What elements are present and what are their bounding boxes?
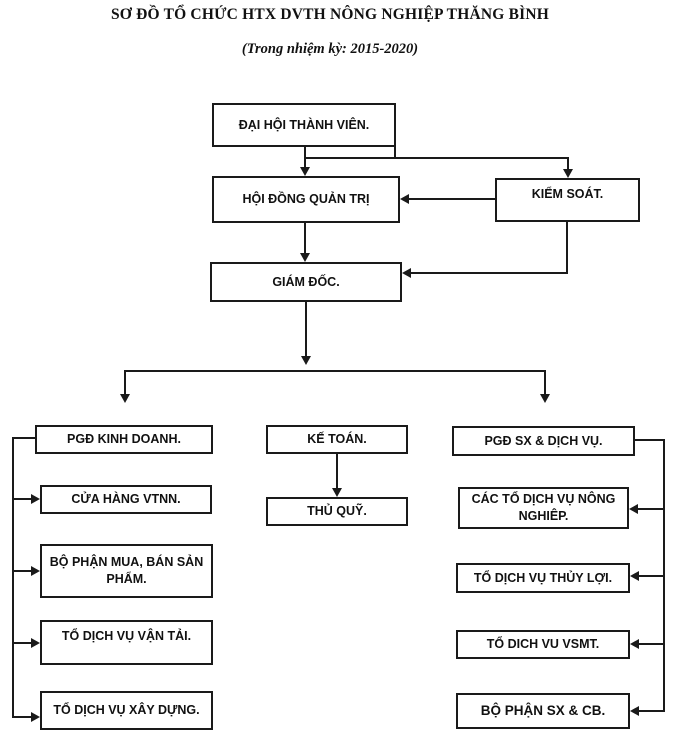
edge-left-vantai-line bbox=[12, 642, 31, 644]
edge-ketoan-thuquy-arrowhead-icon bbox=[332, 488, 342, 497]
edge-daihoi-hoidong-arrowhead-icon bbox=[300, 167, 310, 176]
edge-left-vantai-arrowhead-icon bbox=[31, 638, 40, 648]
edge-hoidong-giamdoc-line bbox=[304, 223, 306, 253]
node-bo-phan-sx-cb: BỘ PHẬN SX & CB. bbox=[456, 693, 630, 729]
node-giam-doc: GIÁM ĐỐC. bbox=[210, 262, 402, 302]
node-label: TỔ DỊCH VỤ XÂY DỰNG. bbox=[53, 703, 200, 718]
node-label: GIÁM ĐỐC. bbox=[272, 274, 340, 289]
edge-left-bophanmua-arrowhead-icon bbox=[31, 566, 40, 576]
chart-header: SƠ ĐỒ TỔ CHỨC HTX DVTH NÔNG NGHIỆP THĂNG… bbox=[0, 0, 660, 58]
node-label: CÁC TỔ DỊCH VỤ NÔNG NGHIÊP. bbox=[471, 492, 616, 523]
edge-kiemsoat-giamdoc-line bbox=[411, 272, 568, 274]
edge-rail-pgdsx-arrowhead-icon bbox=[540, 394, 550, 403]
edge-daihoi-kiemsoat-stub bbox=[394, 147, 396, 158]
left-rail-top-line bbox=[12, 437, 35, 439]
node-label: TỔ DỊCH VỤ VẬN TẢI. bbox=[61, 629, 192, 643]
node-to-dich-vu-vsmt: TỔ DICH VU VSMT. bbox=[456, 630, 630, 659]
node-label: TỔ DICH VU VSMT. bbox=[486, 637, 600, 652]
node-to-dich-vu-thuy-loi: TỔ DỊCH VỤ THỦY LỢI. bbox=[456, 563, 630, 593]
node-label: KIỂM SOÁT. bbox=[531, 187, 604, 201]
node-label: BỘ PHẬN MUA, BÁN SẢN PHẨM. bbox=[49, 555, 204, 586]
edge-daihoi-kiemsoat-arrowhead-icon bbox=[563, 169, 573, 178]
node-dai-hoi-thanh-vien: ĐẠI HỘI THÀNH VIÊN. bbox=[212, 103, 396, 147]
edge-daihoi-kiemsoat-line bbox=[304, 157, 569, 159]
edge-right-nongnghiep-line bbox=[638, 508, 665, 510]
node-to-dich-vu-xay-dung: TỔ DỊCH VỤ XÂY DỰNG. bbox=[40, 691, 213, 730]
node-label: TỔ DỊCH VỤ THỦY LỢI. bbox=[473, 570, 613, 585]
branch-rail-line bbox=[124, 370, 546, 372]
node-label: PGĐ KINH DOANH. bbox=[67, 432, 181, 447]
node-pgd-kinh-doanh: PGĐ KINH DOANH. bbox=[35, 425, 213, 454]
edge-right-thuyloi-arrowhead-icon bbox=[630, 571, 639, 581]
edge-right-vsmt-line bbox=[639, 643, 665, 645]
node-label: HỘI ĐỒNG QUẢN TRỊ bbox=[242, 192, 370, 207]
node-bo-phan-mua-ban-san-pham: BỘ PHẬN MUA, BÁN SẢN PHẨM. bbox=[40, 544, 213, 598]
edge-right-nongnghiep-arrowhead-icon bbox=[629, 504, 638, 514]
edge-giamdoc-rail-arrowhead-icon bbox=[301, 356, 311, 365]
edge-left-xaydung-arrowhead-icon bbox=[31, 712, 40, 722]
node-label: ĐẠI HỘI THÀNH VIÊN. bbox=[238, 117, 370, 132]
node-to-dich-vu-van-tai: TỔ DỊCH VỤ VẬN TẢI. bbox=[40, 620, 213, 665]
node-label: CỬA HÀNG VTNN. bbox=[71, 492, 181, 507]
edge-right-sxcb-arrowhead-icon bbox=[630, 706, 639, 716]
edge-rail-pgdkinhdoanh-line bbox=[124, 370, 126, 394]
edge-left-xaydung-line bbox=[12, 716, 31, 718]
page-subtitle: (Trong nhiệm kỳ: 2015-2020) bbox=[241, 41, 419, 57]
node-label: THỦ QUỸ. bbox=[307, 504, 367, 519]
left-rail-line bbox=[12, 437, 14, 718]
right-rail-top-line bbox=[635, 439, 665, 441]
node-kiem-soat: KIỂM SOÁT. bbox=[495, 178, 640, 222]
node-label: PGĐ SX & DỊCH VỤ. bbox=[484, 433, 603, 448]
edge-right-sxcb-line bbox=[639, 710, 665, 712]
edge-left-cuahang-line bbox=[12, 498, 31, 500]
node-ke-toan: KẾ TOÁN. bbox=[266, 425, 408, 454]
page-title: SƠ ĐỒ TỔ CHỨC HTX DVTH NÔNG NGHIỆP THĂNG… bbox=[110, 6, 550, 23]
edge-ketoan-thuquy-line bbox=[336, 454, 338, 488]
edge-daihoi-kiemsoat-drop bbox=[567, 157, 569, 169]
node-cac-to-dich-vu-nong-nghiep: CÁC TỔ DỊCH VỤ NÔNG NGHIÊP. bbox=[458, 487, 629, 529]
edge-right-vsmt-arrowhead-icon bbox=[630, 639, 639, 649]
edge-right-thuyloi-line bbox=[639, 575, 665, 577]
node-label: BỘ PHẬN SX & CB. bbox=[480, 702, 606, 718]
edge-kiemsoat-hoidong-arrowhead-icon bbox=[400, 194, 409, 204]
edge-left-bophanmua-line bbox=[12, 570, 31, 572]
edge-hoidong-giamdoc-arrowhead-icon bbox=[300, 253, 310, 262]
node-thu-quy: THỦ QUỸ. bbox=[266, 497, 408, 526]
edge-kiemsoat-giamdoc-arrowhead-icon bbox=[402, 268, 411, 278]
edge-kiemsoat-hoidong-line bbox=[409, 198, 495, 200]
edge-giamdoc-rail-line bbox=[305, 302, 307, 356]
edge-kiemsoat-giamdoc-drop bbox=[566, 222, 568, 274]
edge-rail-pgdsx-line bbox=[544, 370, 546, 394]
node-pgd-sx-dich-vu: PGĐ SX & DỊCH VỤ. bbox=[452, 426, 635, 456]
node-label: KẾ TOÁN. bbox=[307, 432, 367, 447]
node-hoi-dong-quan-tri: HỘI ĐỒNG QUẢN TRỊ bbox=[212, 176, 400, 223]
node-cua-hang-vtnn: CỬA HÀNG VTNN. bbox=[40, 485, 212, 514]
edge-left-cuahang-arrowhead-icon bbox=[31, 494, 40, 504]
edge-rail-pgdkinhdoanh-arrowhead-icon bbox=[120, 394, 130, 403]
